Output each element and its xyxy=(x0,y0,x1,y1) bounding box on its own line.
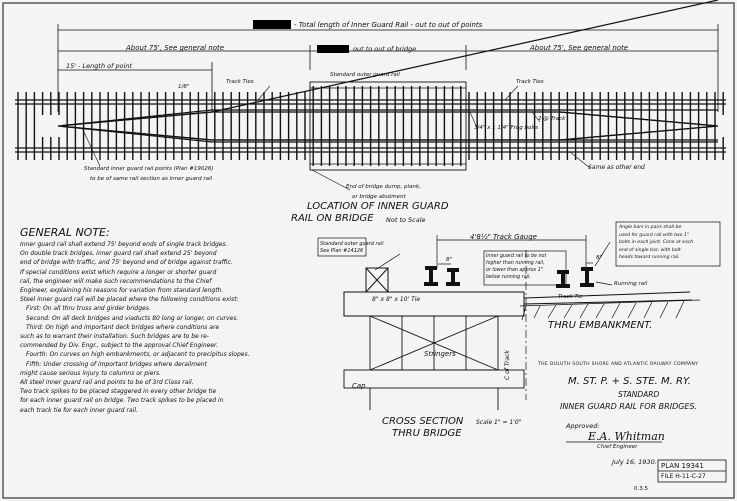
std-outer-guard-rail-label: Standard outer guard rail xyxy=(330,72,400,78)
inner-rail-note-line: higher than running rail, xyxy=(486,261,545,266)
company-name: THE DULUTH SOUTH SHORE AND ATLANTIC RAIL… xyxy=(538,362,699,367)
note-line: Fifth: Under crossing of important bridg… xyxy=(26,360,207,368)
track-gauge-label: 4'8½" Track Gauge xyxy=(470,233,537,241)
general-note-body: Inner guard rail shall extend 75' beyond… xyxy=(20,240,320,415)
cross-section-title-line1: CROSS SECTION xyxy=(382,416,464,427)
note-line: such as to warrant their installation. S… xyxy=(20,333,209,341)
plan-number: PLAN 19341 xyxy=(661,462,704,470)
chief-engineer-label: Chief Engineer xyxy=(597,444,638,450)
signature: E.A. Whitman xyxy=(588,430,665,443)
angle-bars-note-line: used for guard rail with two 1" xyxy=(619,232,689,238)
note-line: Third: On high and important deck bridge… xyxy=(26,323,220,331)
point-length-label: 15' - Length of point xyxy=(66,62,133,70)
tie-label: 8" x 8" x 10' Tie xyxy=(372,296,421,303)
note-line: each track tie for each inner guard rail… xyxy=(20,406,138,414)
drawing-title: INNER GUARD RAIL FOR BRIDGES. xyxy=(560,402,698,411)
note-line: Two track spikes to be placed staggered … xyxy=(20,388,217,396)
date: July 16, 1930. xyxy=(612,458,657,466)
not-to-scale-label: Not to Scale xyxy=(386,216,426,224)
center-label: C of Track xyxy=(504,350,511,380)
approved-label: Approved: xyxy=(566,422,600,430)
note-line: end of bridge with traffic, and 75' beyo… xyxy=(20,259,233,267)
location-title-line2: RAIL ON BRIDGE xyxy=(291,213,374,224)
points-note-line1: Standard inner guard rail points (Plan #… xyxy=(84,166,214,172)
note-line: might cause serious injury to columns or… xyxy=(20,369,161,377)
scale-label: Scale 1" = 1'0" xyxy=(476,419,522,426)
abutment-note-line1: End of bridge dump, plank, xyxy=(346,184,421,190)
inner-rail-note-line: or lower than approx 1" xyxy=(486,268,544,273)
left-extent-label: About 75', See general note xyxy=(126,44,225,52)
track-ties-left-label: Track Ties xyxy=(226,79,254,85)
note-line: Fourth: On curves on high embankments, o… xyxy=(26,351,250,359)
track-tie-label: Track Tie xyxy=(558,294,583,300)
cap-label: Cap xyxy=(352,382,366,390)
bridge-extent-label: out to out of bridge xyxy=(353,45,417,53)
angle-bars-note-line: end of single bar; with bolt xyxy=(619,247,681,253)
note-line: Second: On all deck bridges and viaducts… xyxy=(26,314,239,322)
running-rail-label: Running rail xyxy=(614,281,648,287)
total-length-label: - Total length of Inner Guard Rail - out… xyxy=(294,21,483,29)
see-plan-label: See Plan #14126 xyxy=(320,248,364,254)
rail-spikes-label: 2 @ Track xyxy=(538,116,566,122)
angle-bars-note-line: Angle bars in pairs shall be xyxy=(619,225,682,230)
inner-rail-note: Inner guard rail to be not higher than r… xyxy=(486,253,546,281)
stringers-label: Stringers xyxy=(424,350,456,358)
dim-8-right: 8" xyxy=(596,255,603,261)
cross-section-title-line2: THRU BRIDGE xyxy=(392,428,462,439)
note-line: On double track bridges, inner guard rai… xyxy=(20,250,217,258)
same-other-end-label: Same as other end xyxy=(588,164,645,171)
railway-name: M. ST. P. + S. STE. M. RY. xyxy=(568,376,691,387)
note-line: commended by Div. Engr., subject to the … xyxy=(20,342,218,350)
cs-std-outer-guard-rail-label: Standard outer guard rail xyxy=(320,241,384,247)
note-line: All steel inner guard rail and points to… xyxy=(20,379,194,387)
angle-bars-note-line: heads toward running rail. xyxy=(619,255,680,260)
track-ties-right-label: Track Ties xyxy=(516,79,544,85)
abutment-note-line2: or bridge abutment xyxy=(352,194,406,200)
note-line: Inner guard rail shall extend 75' beyond… xyxy=(20,241,228,248)
frog-bolt-label: 3/4" x 1 1/4" Frog bolts xyxy=(474,125,538,131)
note-line: rail, the engineer will make such recomm… xyxy=(20,277,212,285)
inner-rail-note-line: Inner guard rail to be not xyxy=(486,254,547,259)
file-number: FILE H-11-C-27 xyxy=(661,473,706,480)
inner-rail-note-line: below running rail. xyxy=(486,275,531,280)
sheet-code: 0.3.5 xyxy=(634,486,648,492)
right-extent-label: About 75', See general note xyxy=(530,44,629,52)
note-line: Engineer, explaining his reasons for var… xyxy=(20,287,224,295)
note-line: First: On all thru truss and girder brid… xyxy=(26,305,151,313)
note-line: Steel inner guard rail will be placed wh… xyxy=(20,296,239,304)
points-note-line2: to be of same rail section as inner guar… xyxy=(90,176,213,182)
standard-label: STANDARD xyxy=(618,390,660,399)
dim-8-left: 8" xyxy=(446,257,453,263)
general-note-title: GENERAL NOTE: xyxy=(20,226,110,239)
location-title-line1: LOCATION OF INNER GUARD xyxy=(307,201,449,212)
angle-bars-note: Angle bars in pairs shall be used for gu… xyxy=(619,224,693,262)
thru-embankment-label: THRU EMBANKMENT. xyxy=(548,320,653,331)
note-line: for each inner guard rail on bridge. Two… xyxy=(20,397,224,405)
angle-bars-note-line: bolts in each joint. Cone at each xyxy=(619,240,694,245)
note-line: If special conditions exist which requir… xyxy=(20,268,217,276)
point-width-label: 1/8" xyxy=(178,84,190,90)
